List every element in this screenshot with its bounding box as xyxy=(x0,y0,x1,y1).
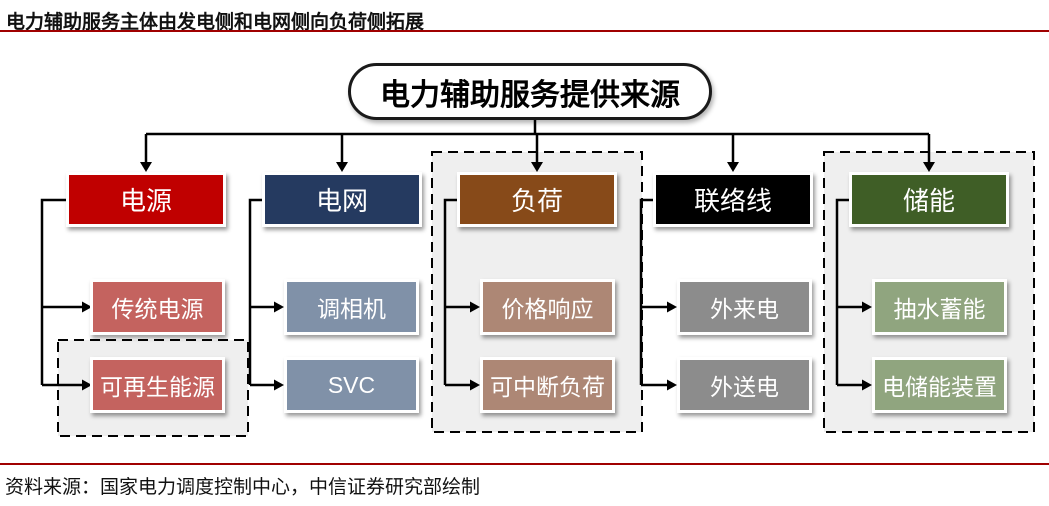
right-arrowheads xyxy=(82,301,872,391)
source-note: 资料来源：国家电力调度控制中心，中信证券研究部绘制 xyxy=(5,477,481,498)
node-outbound-power: 外送电 xyxy=(677,357,812,413)
node-interruptible-load: 可中断负荷 xyxy=(480,357,615,413)
header-tie-line: 联络线 xyxy=(653,172,813,227)
top-rule xyxy=(0,30,1049,32)
header-grid: 电网 xyxy=(262,172,422,227)
node-pumped-hydro: 抽水蓄能 xyxy=(872,279,1007,335)
root-distribution-lines xyxy=(144,120,931,163)
node-synchronous-condenser: 调相机 xyxy=(284,279,419,335)
column-elbow-lines xyxy=(40,198,863,387)
node-inbound-power: 外来电 xyxy=(677,279,812,335)
node-electric-storage-device: 电储能装置 xyxy=(872,357,1007,413)
header-energy-storage: 储能 xyxy=(849,172,1009,227)
root-node: 电力辅助服务提供来源 xyxy=(348,63,712,120)
down-arrowheads xyxy=(140,162,935,172)
bottom-rule xyxy=(0,463,1049,465)
header-load: 负荷 xyxy=(457,172,617,227)
node-svc: SVC xyxy=(284,357,419,413)
header-power-source: 电源 xyxy=(66,172,226,227)
node-renewable-energy: 可再生能源 xyxy=(90,357,225,413)
figure-title: 电力辅助服务主体由发电侧和电网侧向负荷侧拓展 xyxy=(6,12,425,33)
node-traditional-power: 传统电源 xyxy=(90,279,225,335)
node-price-response: 价格响应 xyxy=(480,279,615,335)
